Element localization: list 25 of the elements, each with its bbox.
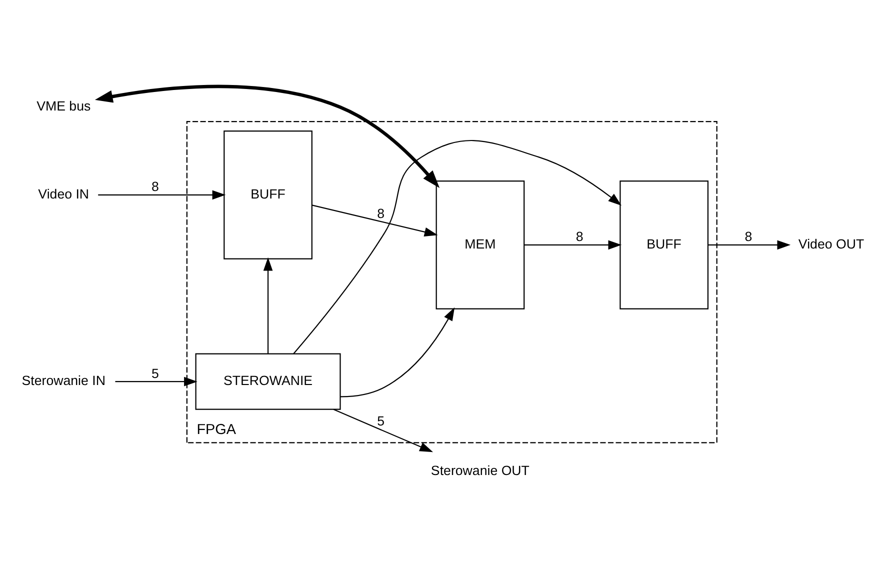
edge-label: 8 [377, 205, 384, 220]
arrow [94, 84, 440, 188]
node-box: BUFF [224, 130, 312, 259]
node-text: Video OUT [798, 236, 864, 251]
node-text: VME bus [36, 98, 91, 114]
arrow [115, 376, 198, 386]
edge-label: 8 [576, 228, 584, 244]
node-box: STEROWANIE [195, 352, 341, 410]
arrow [333, 408, 434, 452]
arrow [708, 240, 791, 250]
edge-label: 8 [744, 228, 752, 244]
arrow [312, 204, 438, 236]
node-text: Sterowanie IN [22, 372, 106, 388]
arrow [524, 240, 622, 250]
node-text: Video IN [38, 186, 90, 201]
arrow [263, 256, 273, 353]
node-box: BUFF [620, 180, 708, 309]
edge-label: 5 [377, 413, 384, 428]
arrow [98, 190, 226, 200]
arrow [340, 306, 455, 397]
node-text: Sterowanie OUT [430, 462, 530, 478]
node-box: MEM [436, 180, 525, 309]
edge-label: 5 [152, 365, 159, 380]
edge-label: 8 [152, 178, 159, 194]
arrow [293, 140, 622, 354]
